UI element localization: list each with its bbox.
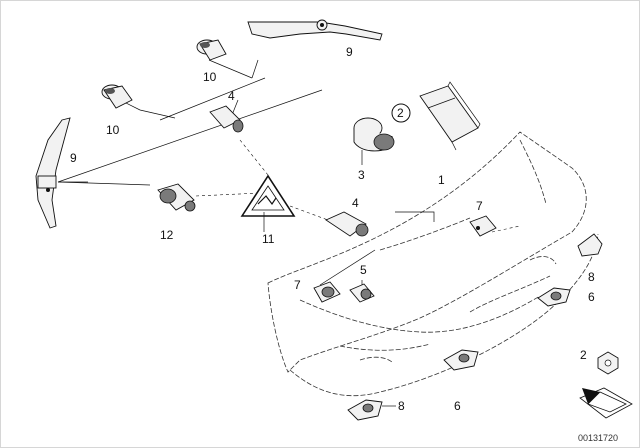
callout-2-circle [391, 103, 411, 123]
callout-1: 1 [438, 173, 445, 187]
callout-4-top: 4 [228, 89, 235, 103]
buzzer-part-3 [353, 117, 395, 152]
bracket-part-9-top [247, 19, 383, 41]
cover-part-6-bottom [443, 349, 479, 371]
callout-6-right: 6 [588, 290, 595, 304]
sensor-holder-part-10-left [101, 84, 133, 109]
callout-2-nut: 2 [580, 348, 587, 362]
callout-8-bottom: 8 [398, 399, 405, 413]
cover-part-8-bottom [347, 399, 396, 421]
rear-bumper-outline [267, 131, 599, 397]
callout-8-right: 8 [588, 270, 595, 284]
callout-5: 5 [360, 263, 367, 277]
sensor-holder-part-10-top [196, 39, 227, 61]
callout-7-upper: 7 [476, 199, 483, 213]
callout-10-left: 10 [106, 123, 120, 137]
callout-3: 3 [358, 168, 365, 182]
holder-part-7-lower [313, 281, 341, 303]
catalog-number: 00131720 [578, 433, 618, 443]
sensor-part-4-top [209, 105, 244, 133]
callout-4-middle: 4 [352, 196, 359, 210]
nut-part-2 [597, 351, 619, 375]
control-unit-part-1 [419, 81, 481, 151]
callout-11: 11 [262, 232, 275, 246]
callout-labels: 9 10 4 10 9 2 3 1 4 7 12 11 5 7 8 6 2 8 … [70, 45, 595, 413]
callout-10-top: 10 [203, 70, 217, 84]
callout-7-lower: 7 [294, 278, 301, 292]
sensor-part-4-middle [325, 211, 369, 237]
callout-6-bottom: 6 [454, 399, 461, 413]
clip-part-5 [349, 283, 375, 303]
bracket-part-9-left [35, 117, 71, 229]
holder-part-7-upper [469, 215, 497, 237]
callout-12: 12 [160, 228, 174, 242]
cover-part-6-right [537, 287, 571, 307]
sensor-part-12 [157, 183, 196, 212]
callout-9-left: 9 [70, 151, 77, 165]
warning-label-part-11 [240, 174, 296, 232]
cover-part-8-right [577, 233, 603, 257]
direction-arrow-icon [579, 387, 633, 419]
callout-9-top: 9 [346, 45, 353, 59]
callout-2-circled: 2 [397, 106, 404, 120]
dashed-leader-lines [195, 139, 521, 233]
